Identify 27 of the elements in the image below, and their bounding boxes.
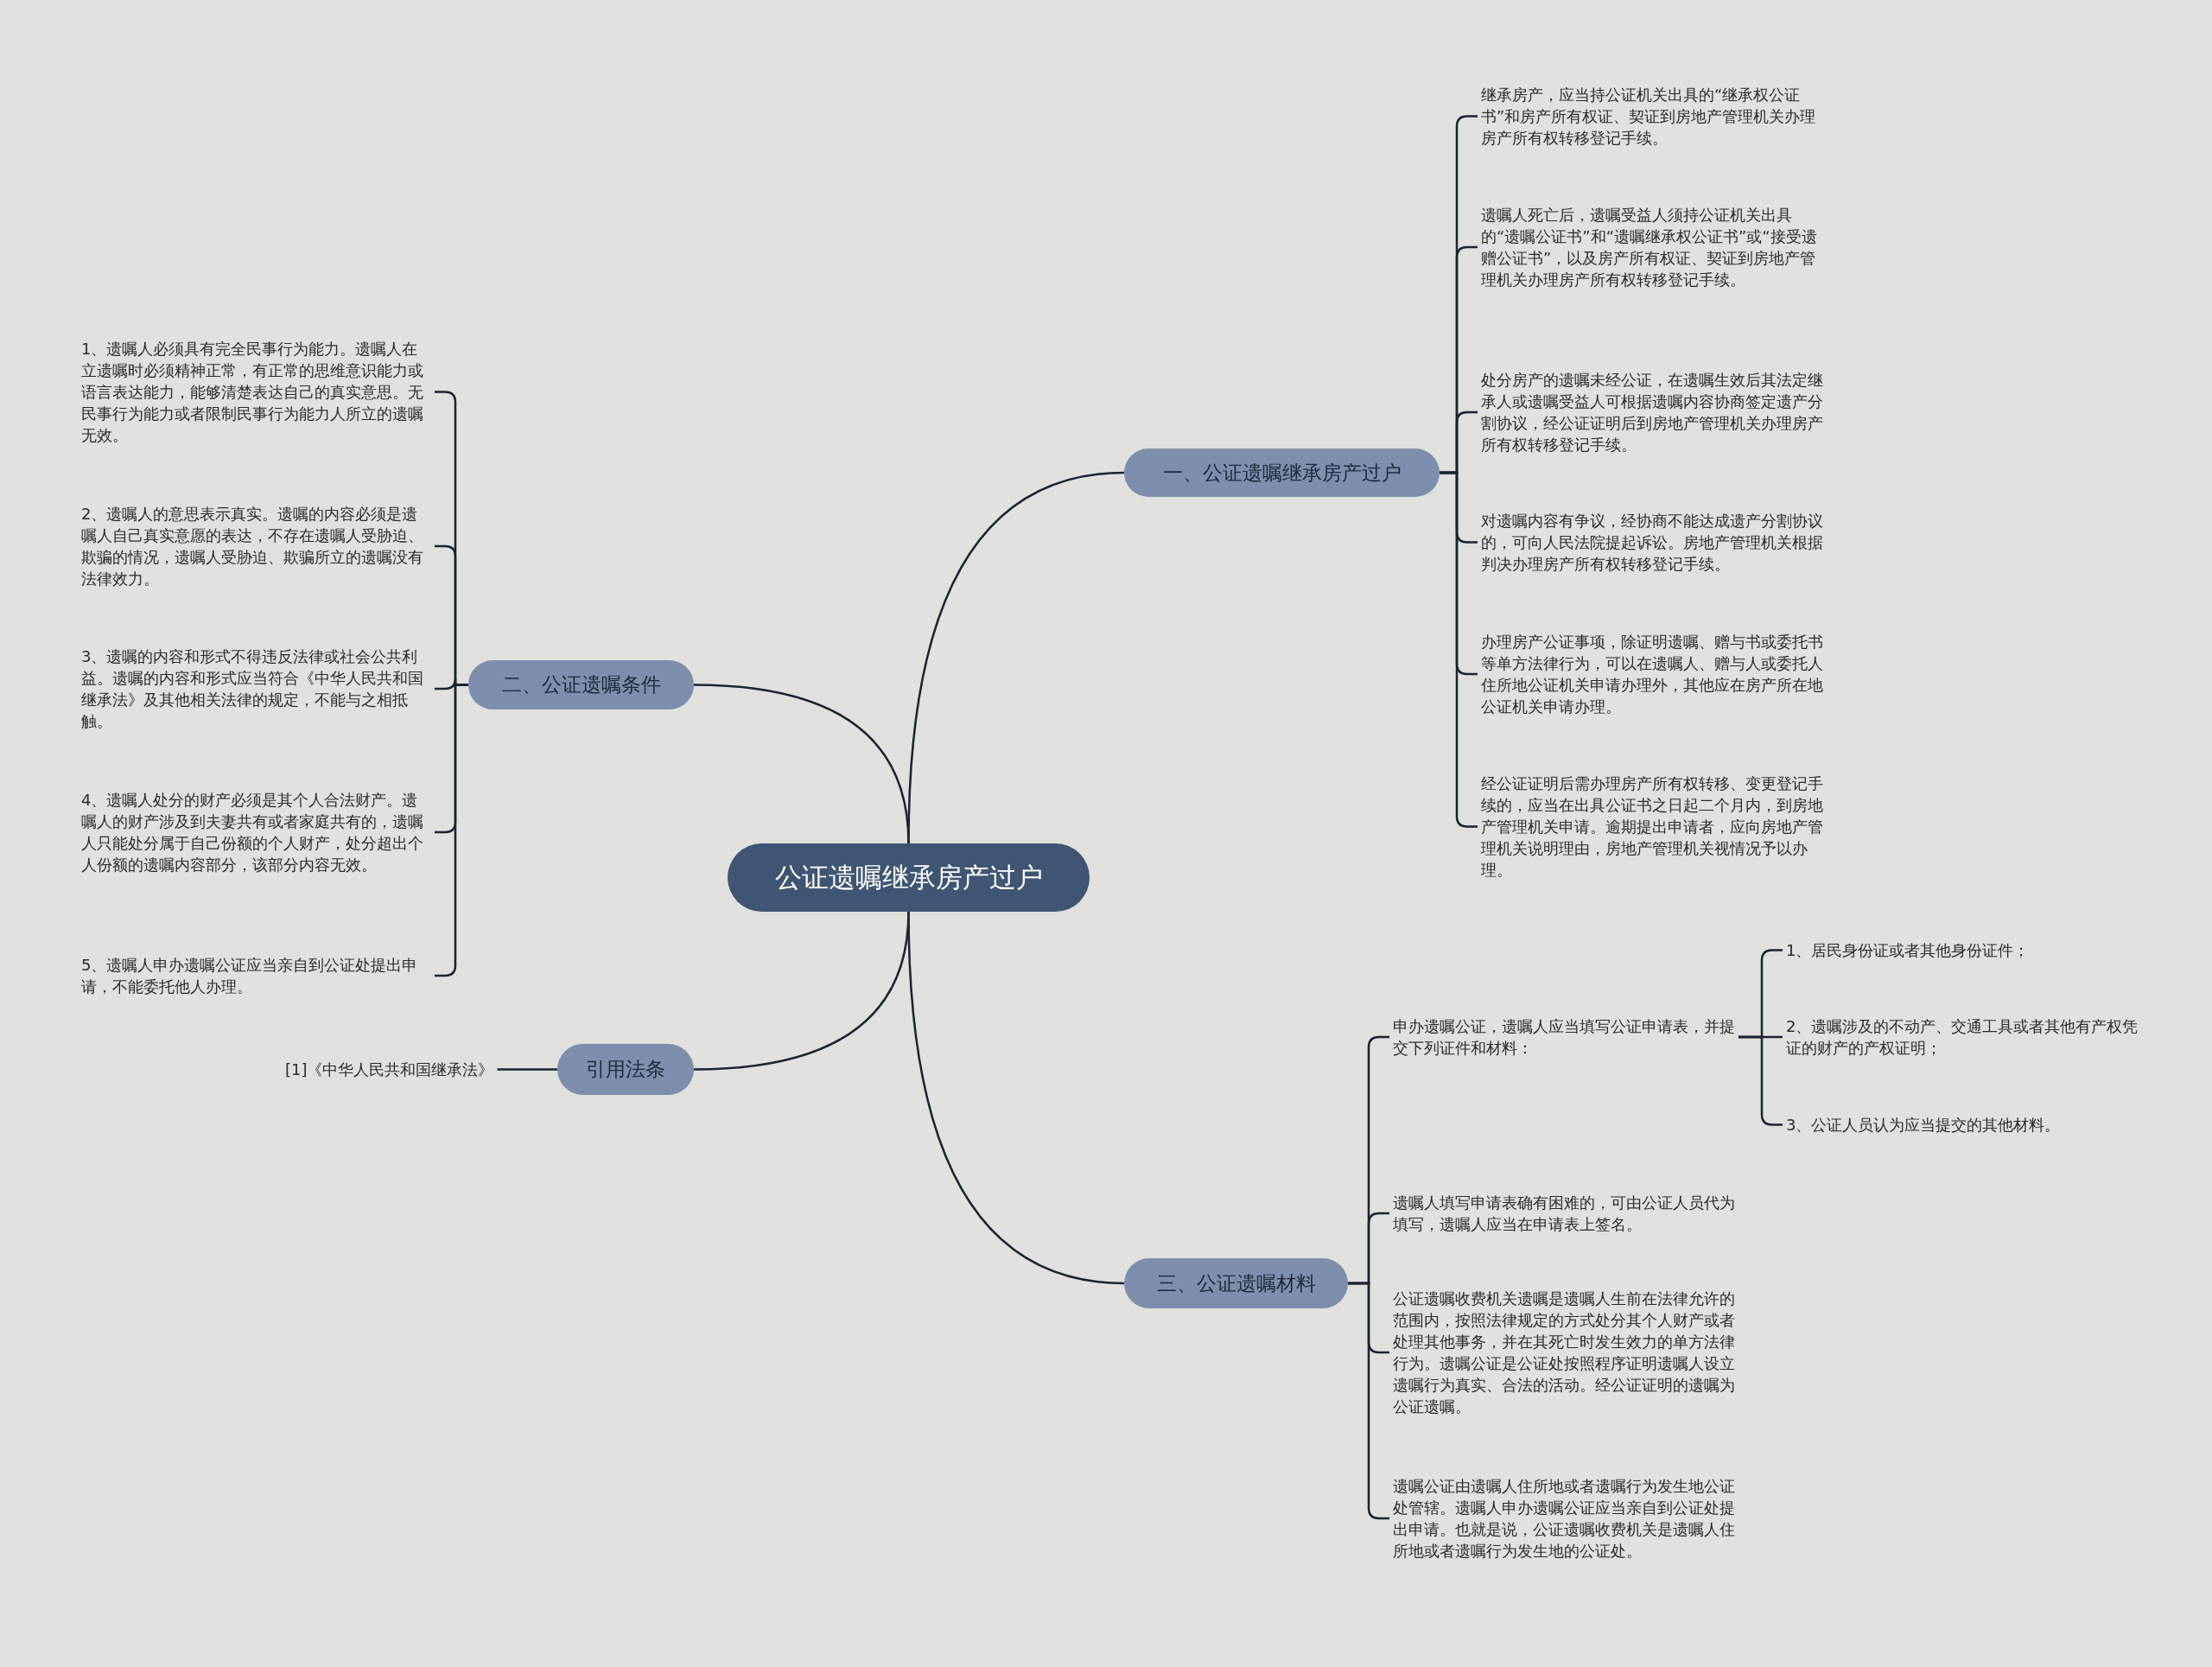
topic-text: 遗嘱公证由遗嘱人住所地或者遗嘱行为发生地公证处管辖。遗嘱人申办遗嘱公证应当亲自到公证处提出申请。也就是说，公证遗嘱收费机关是遗嘱人住所地或者遗嘱行为发生地的公证处。	[1393, 1475, 1738, 1562]
branch-topic: 二、公证遗嘱条件	[468, 660, 694, 709]
connector-line	[693, 684, 910, 844]
connector-line	[497, 1068, 557, 1071]
branch-topic: 引用法条	[557, 1044, 694, 1095]
topic-text: 处分房产的遗嘱未经公证，在遗嘱生效后其法定继承人或遗嘱受益人可根据遗嘱内容协商签定遗产分割协议，经公证证明后到房地产管理机关办理房产所有权转移登记手续。	[1481, 369, 1831, 455]
topic-text: [1]《中华人民共和国继承法》	[285, 1059, 494, 1080]
topic-text: 2、遗嘱人的意思表示真实。遗嘱的内容必须是遗嘱人自己真实意愿的表达，不存在遗嘱人受胁迫、欺骗的情况，遗嘱人受胁迫、欺骗所立的遗嘱没有法律效力。	[81, 503, 431, 589]
topic-text: 办理房产公证事项，除证明遗嘱、赠与书或委托书等单方法律行为，可以在遗嘱人、赠与人或委托人住所地公证机关申请办理外，其他应在房产所在地公证机关申请办理。	[1481, 631, 1831, 717]
topic-text: 1、遗嘱人必须具有完全民事行为能力。遗嘱人在立遗嘱时必须精神正常，有正常的思维意识能力或语言表达能力，能够清楚表达自己的真实意思。无民事行为能力或者限制民事行为能力人所立的遗嘱无效。	[81, 338, 431, 446]
topic-text: 遗嘱人填写申请表确有困难的，可由公证人员代为填写，遗嘱人应当在申请表上签名。	[1393, 1192, 1738, 1235]
topic-text: 遗嘱人死亡后，遗嘱受益人须持公证机关出具的“遗嘱公证书”和“遗嘱继承权公证书”或“接受遗赠公证书”，以及房产所有权证、契证到房地产管理机关办理房产所有权转移登记手续。	[1481, 204, 1831, 290]
topic-text: 3、公证人员认为应当提交的其他材料。	[1786, 1114, 2149, 1136]
topic-text: 5、遗嘱人申办遗嘱公证应当亲自到公证处提出申请，不能委托他人办理。	[81, 954, 431, 997]
connector-line	[907, 911, 1125, 1285]
topic-text: 继承房产，应当持公证机关出具的“继承权公证书”和房产所有权证、契证到房地产管理机关办理房产所有权转移登记手续。	[1481, 84, 1831, 149]
topic-text: 对遗嘱内容有争议，经协商不能达成遗产分割协议的，可向人民法院提起诉讼。房地产管理机关根据判决办理房产所有权转移登记手续。	[1481, 510, 1831, 575]
topic-text: 2、遗嘱涉及的不动产、交通工具或者其他有产权凭证的财产的产权证明；	[1786, 1015, 2149, 1059]
branch-topic: 一、公证遗嘱继承房产过户	[1124, 449, 1440, 497]
topic-text: 公证遗嘱收费机关遗嘱是遗嘱人生前在法律允许的范围内，按照法律规定的方式处分其个人财产或者处理其他事务，并在其死亡时发生效力的单方法律行为。遗嘱公证是公证处按照程序证明遗嘱人设立遗嘱行为真实、合法的活动。经公证证明的遗嘱为公证遗嘱。	[1393, 1288, 1738, 1417]
branch-topic: 三、公证遗嘱材料	[1124, 1258, 1348, 1308]
topic-text: 3、遗嘱的内容和形式不得违反法律或社会公共利益。遗嘱的内容和形式应当符合《中华人民共和国继承法》及其他相关法律的规定，不能与之相抵触。	[81, 646, 431, 732]
central-topic: 公证遗嘱继承房产过户	[728, 843, 1090, 912]
topic-text: 经公证证明后需办理房产所有权转移、变更登记手续的，应当在出具公证书之日起二个月内，到房地产管理机关申请。逾期提出申请者，应向房地产管理机关说明理由，房地产管理机关视情况予以办理。	[1481, 773, 1831, 881]
topic-text: 1、居民身份证或者其他身份证件；	[1786, 939, 2149, 961]
topic-text: 4、遗嘱人处分的财产必须是其个人合法财产。遗嘱人的财产涉及到夫妻共有或者家庭共有的，遗嘱人只能处分属于自己份额的个人财产，处分超出个人份额的遗嘱内容部分，该部分内容无效。	[81, 789, 431, 875]
topic-text: 申办遗嘱公证，遗嘱人应当填写公证申请表，并提交下列证件和材料：	[1393, 1015, 1738, 1059]
